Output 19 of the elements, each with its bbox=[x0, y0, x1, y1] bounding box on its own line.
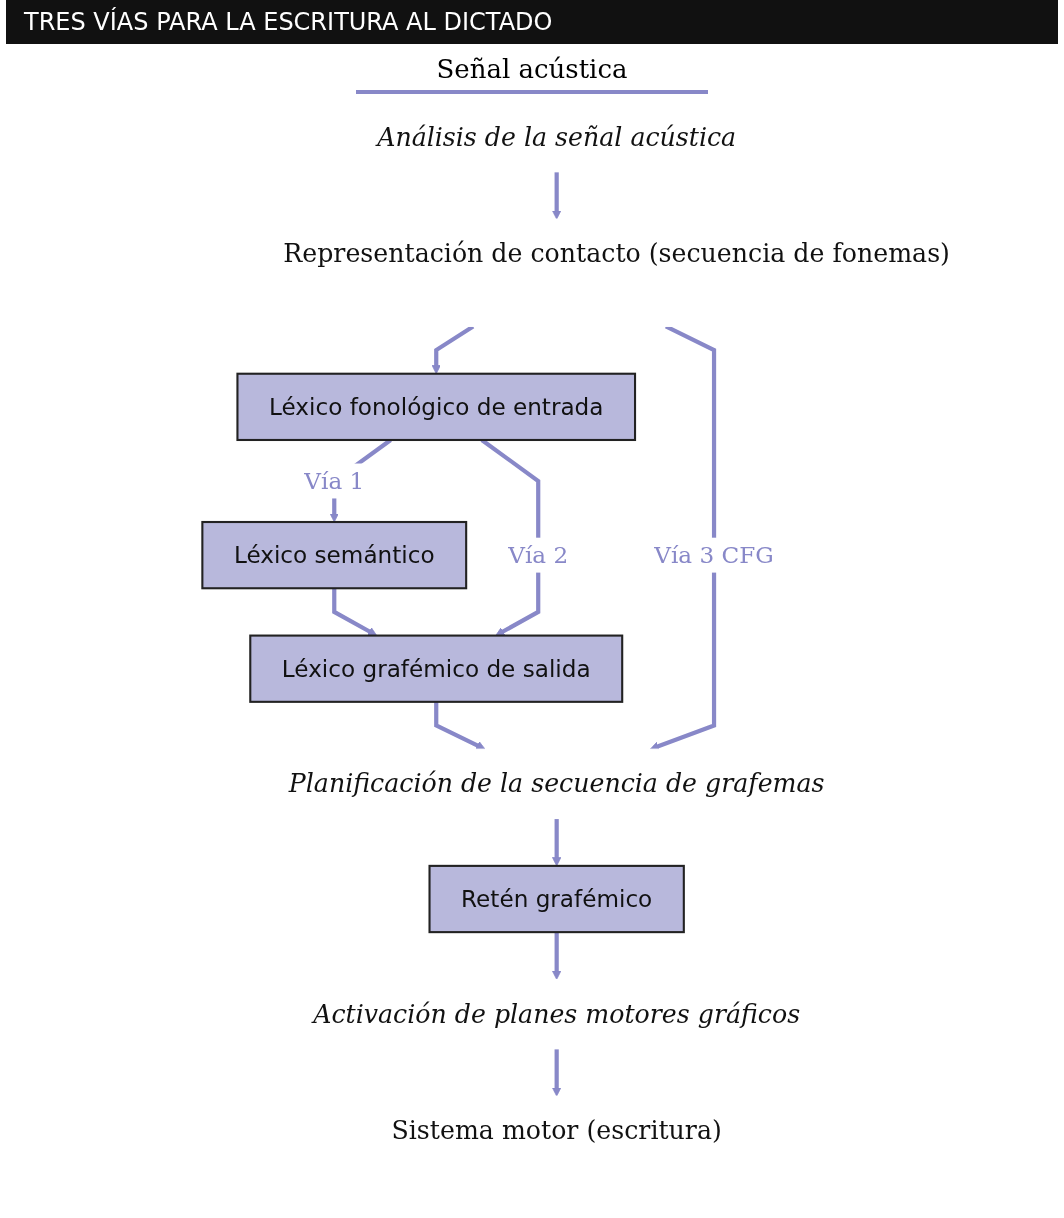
node-box: Léxico fonológico de entrada bbox=[236, 372, 637, 442]
edge-label: Vía 3 CFG bbox=[654, 541, 774, 569]
arrow bbox=[434, 701, 486, 750]
edge-label: Vía 1 bbox=[304, 467, 365, 495]
node-box: Léxico semántico bbox=[201, 520, 468, 590]
arrow bbox=[552, 1048, 562, 1097]
arrow bbox=[552, 171, 562, 220]
title-bar: TRES VÍAS PARA LA ESCRITURA AL DICTADO bbox=[6, 0, 1058, 44]
node-text: Planificación de la secuencia de grafemas bbox=[288, 769, 825, 799]
node-text: Representación de contacto (secuencia de fonemas) bbox=[283, 239, 950, 269]
node-text: Sistema motor (escritura) bbox=[391, 1116, 722, 1146]
arrow bbox=[332, 588, 378, 636]
node-box: Retén grafémico bbox=[428, 864, 685, 934]
input-label: Señal acústica bbox=[356, 54, 708, 94]
arrow bbox=[552, 932, 562, 980]
node-box: Léxico grafémico de salida bbox=[249, 634, 624, 703]
node-text: Activación de planes motores gráficos bbox=[313, 999, 801, 1029]
edge-label: Vía 2 bbox=[508, 541, 569, 569]
node-text: Análisis de la señal acústica bbox=[377, 122, 737, 152]
